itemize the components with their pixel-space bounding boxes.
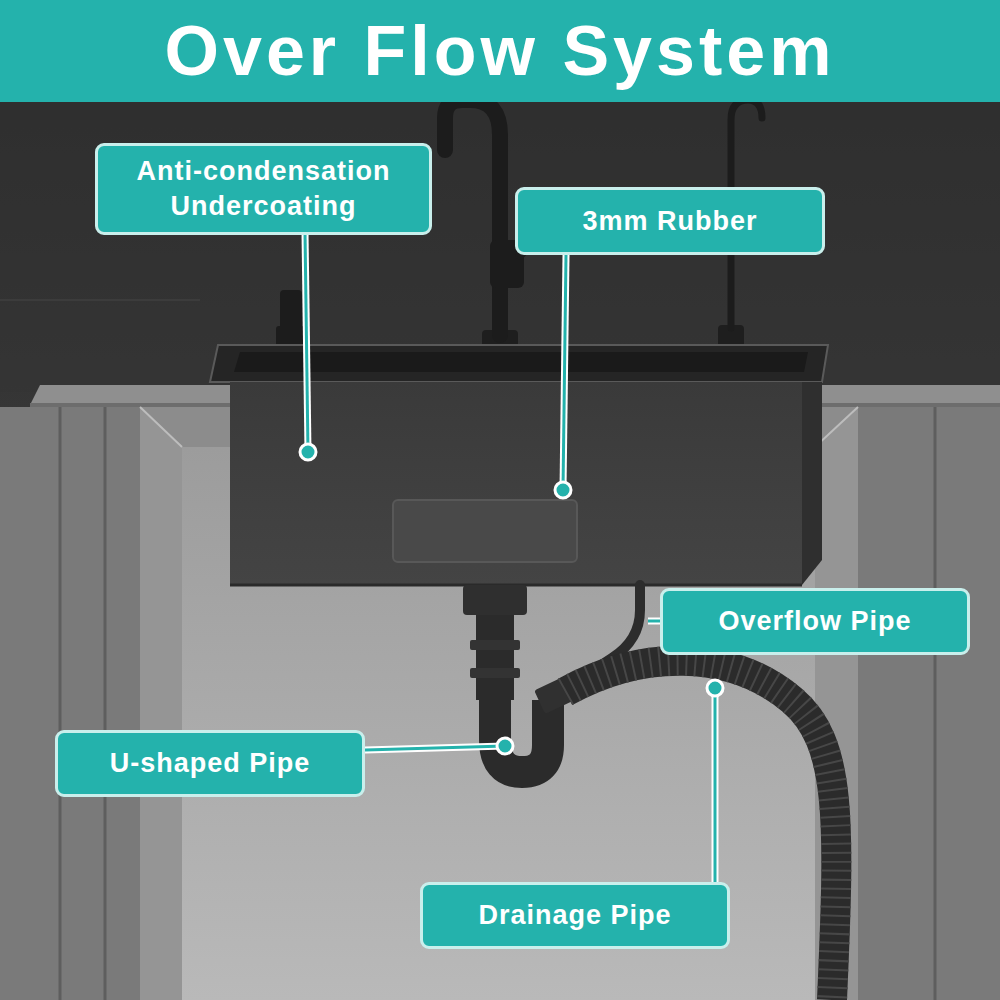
drain-trap-part (470, 668, 520, 678)
leader-lines-part (563, 255, 566, 490)
leader-lines-part (712, 688, 719, 882)
callout-label: Overflow Pipe (718, 604, 911, 639)
callout-label: U-shaped Pipe (110, 746, 311, 781)
drain-trap-part (476, 615, 514, 700)
title: Over Flow System (165, 16, 836, 86)
leader-lines-part (707, 680, 723, 696)
leader-lines-part (648, 618, 660, 625)
leader-lines-part (365, 746, 505, 750)
sink-basin-part (393, 500, 577, 562)
sink-basin-part (802, 382, 822, 585)
drainage-hose-part (565, 661, 836, 1000)
leader-lines-part (305, 232, 308, 452)
cabinet-part (59, 407, 62, 1000)
callout-box: U-shaped Pipe (55, 730, 365, 797)
sink-basin (210, 345, 828, 585)
cabinet-part (140, 407, 182, 1000)
leader-lines-part (300, 444, 316, 460)
faucet-part (445, 100, 500, 335)
leader-lines-part (648, 620, 660, 623)
drainage-hose (565, 661, 836, 1000)
title-band: Over Flow System (0, 0, 1000, 102)
drain-trap-part (463, 585, 527, 615)
background-part (0, 299, 200, 301)
sink-basin-part (230, 382, 802, 585)
drain-trap-part (495, 700, 548, 772)
callout-label: 3mm Rubber (582, 204, 757, 239)
leader-lines-part (497, 738, 513, 754)
callout-label: Anti-condensation Undercoating (116, 154, 411, 223)
sink-basin-part (234, 352, 808, 372)
cabinet-part (104, 407, 107, 1000)
leader-lines-part (555, 482, 571, 498)
callout-box: Overflow Pipe (660, 588, 970, 655)
callout-box: Drainage Pipe (420, 882, 730, 949)
leader-lines-part (714, 688, 717, 882)
leader-lines-part (305, 232, 308, 452)
drain-trap-part (470, 640, 520, 650)
cabinet-part (934, 407, 937, 1000)
faucet-part (280, 290, 302, 330)
leader-lines-part (365, 746, 505, 750)
drainage-hose-part (565, 661, 836, 1000)
leader-lines-part (563, 255, 566, 490)
callout-label: Drainage Pipe (478, 898, 671, 933)
callout-box: Anti-condensation Undercoating (95, 143, 432, 235)
callout-box: 3mm Rubber (515, 187, 825, 255)
sink-basin-part (210, 345, 828, 382)
cabinet-part (140, 407, 182, 447)
